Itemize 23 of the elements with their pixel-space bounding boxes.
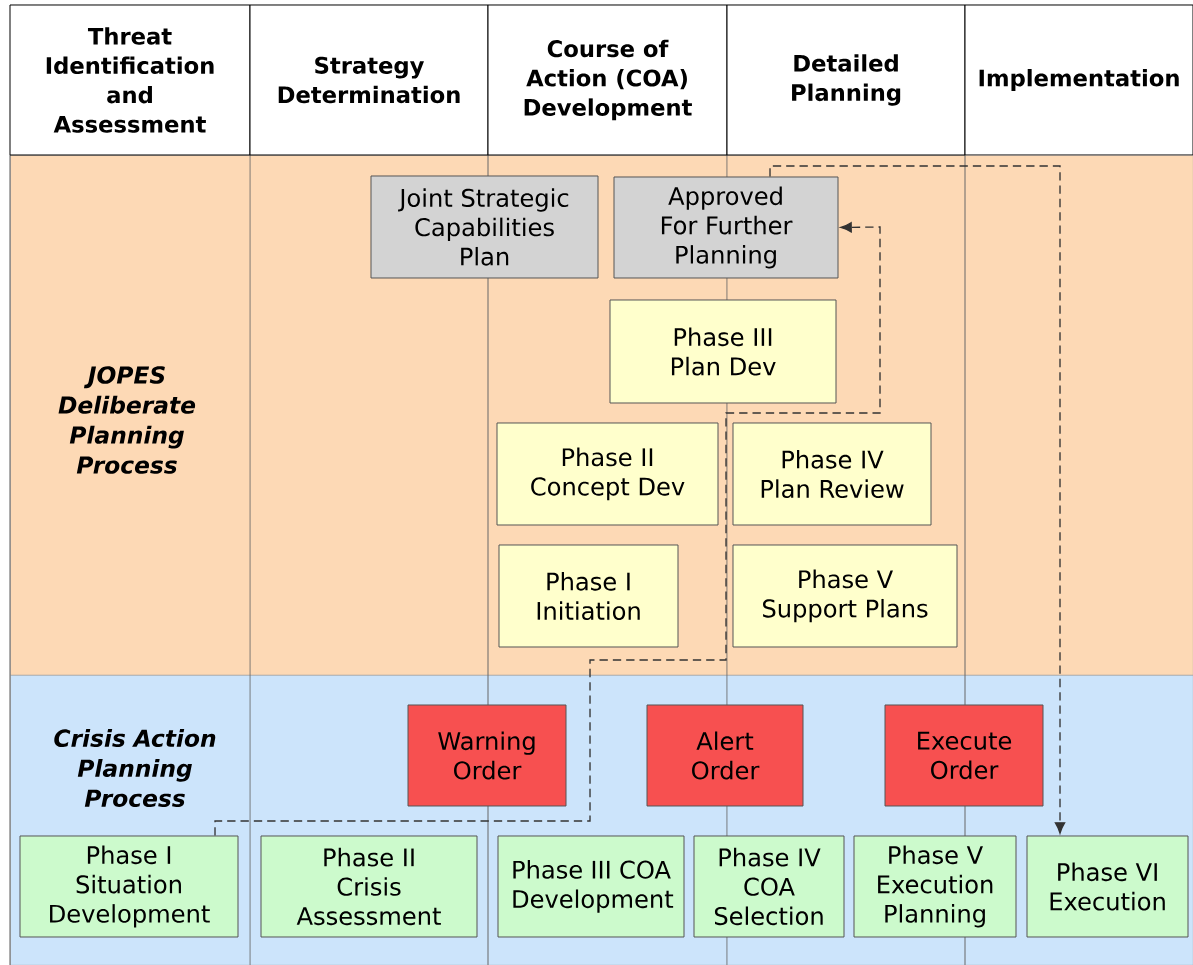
arrow (214, 222, 881, 837)
order-box: Warning Order (407, 704, 567, 807)
phase-box: Phase V Execution Planning (853, 835, 1017, 938)
column-header: Detailed Planning (726, 4, 966, 156)
column-header: Strategy Determination (249, 4, 489, 156)
plan-box: Approved For Further Planning (613, 176, 839, 279)
phase-box: Phase V Support Plans (732, 544, 958, 648)
phase-box: Phase III COA Development (497, 835, 685, 938)
order-box: Execute Order (884, 704, 1044, 807)
order-box: Alert Order (646, 704, 804, 807)
column-header: Implementation (964, 4, 1193, 156)
phase-box: Phase III Plan Dev (609, 299, 837, 404)
phase-box: Phase II Concept Dev (496, 422, 719, 526)
column-header: Course of Action (COA) Development (487, 4, 728, 156)
phase-box: Phase IV Plan Review (732, 422, 932, 526)
phase-box: Phase I Situation Development (19, 835, 239, 938)
column-header: Threat Identification and Assessment (9, 4, 251, 156)
plan-box: Joint Strategic Capabilities Plan (370, 175, 599, 279)
phase-box: Phase VI Execution (1026, 835, 1189, 938)
phase-box: Phase I Initiation (498, 544, 679, 648)
phase-box: Phase IV COA Selection (693, 835, 845, 938)
arrow (769, 165, 1066, 834)
phase-box: Phase II Crisis Assessment (260, 835, 478, 938)
